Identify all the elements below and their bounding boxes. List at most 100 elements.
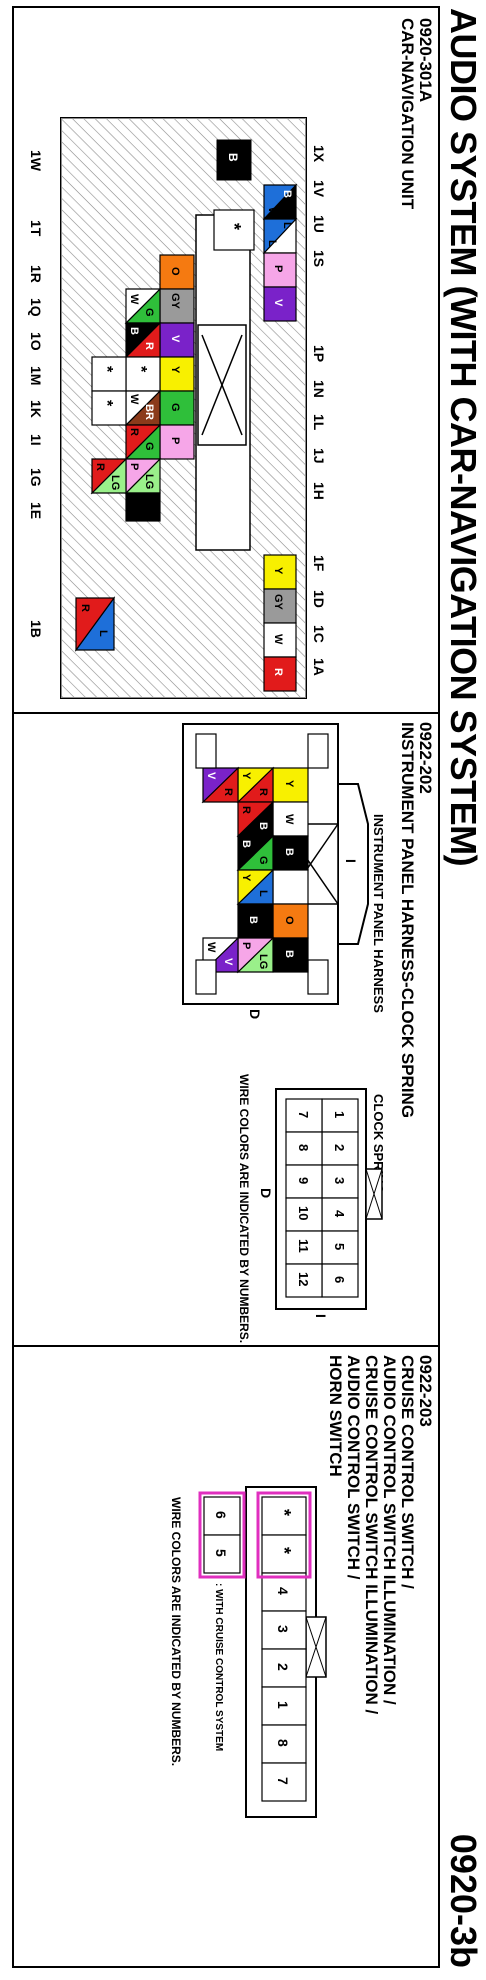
- svg-text:6: 6: [332, 1276, 347, 1283]
- svg-text:L: L: [97, 630, 109, 637]
- svg-text:B: B: [283, 848, 295, 856]
- svg-text:6: 6: [213, 1511, 229, 1519]
- svg-text:G: G: [257, 856, 269, 865]
- svg-text:*: *: [98, 366, 115, 373]
- svg-text:P: P: [128, 463, 140, 470]
- svg-text:BR: BR: [143, 404, 155, 420]
- svg-text:2: 2: [332, 1144, 347, 1151]
- panel2-note: WIRE COLORS ARE INDICATED BY NUMBERS.: [237, 1074, 251, 1343]
- pin-label: 1A: [311, 658, 327, 676]
- svg-text:L: L: [281, 222, 293, 229]
- svg-text:V: V: [222, 958, 234, 966]
- pin-label: 1J: [311, 448, 327, 464]
- pin-label: 1B: [28, 620, 44, 638]
- pin-label: 1D: [311, 590, 327, 608]
- svg-text:5: 5: [332, 1243, 347, 1250]
- cruise-highlight-top: [256, 1491, 312, 1579]
- svg-text:G: G: [169, 403, 181, 412]
- pin-label: 1I: [28, 434, 44, 446]
- svg-text:V: V: [272, 299, 284, 307]
- svg-text:4: 4: [332, 1210, 347, 1218]
- pin-label: 1L: [311, 414, 327, 431]
- clock-side-i: I: [313, 1314, 329, 1318]
- pin-label: 1M: [28, 366, 44, 385]
- svg-text:L: L: [266, 240, 278, 247]
- svg-text:Y: Y: [240, 874, 252, 882]
- svg-text:B: B: [283, 950, 295, 958]
- pin-label: 1S: [311, 250, 327, 267]
- svg-text:W: W: [266, 207, 278, 218]
- pin-label: 1T: [28, 220, 44, 237]
- svg-text:LG: LG: [143, 474, 155, 489]
- pin-label: 1N: [311, 380, 327, 398]
- svg-text:Y: Y: [169, 366, 181, 374]
- svg-text:O: O: [283, 916, 295, 925]
- svg-text:W: W: [128, 294, 140, 305]
- pin-label: 1W: [28, 150, 44, 172]
- svg-text:9: 9: [296, 1177, 311, 1184]
- harness-label: INSTRUMENT PANEL HARNESS: [371, 814, 386, 1013]
- svg-text:R: R: [94, 463, 106, 471]
- svg-text:G: G: [143, 442, 155, 451]
- svg-text:7: 7: [296, 1111, 311, 1118]
- svg-text:*: *: [274, 1509, 294, 1516]
- svg-text:B: B: [247, 916, 259, 924]
- svg-text:P: P: [240, 942, 252, 949]
- pin-label: 1V: [311, 180, 327, 198]
- svg-text:1: 1: [332, 1111, 347, 1118]
- svg-text:GY: GY: [169, 293, 181, 310]
- pin-label: 1E: [28, 502, 44, 519]
- svg-text:R: R: [272, 668, 284, 676]
- svg-text:3: 3: [275, 1625, 291, 1633]
- svg-text:V: V: [169, 335, 181, 343]
- svg-text:B: B: [281, 190, 293, 198]
- svg-text:P: P: [169, 437, 181, 444]
- svg-text:R: R: [222, 788, 234, 796]
- pin-label: 1R: [28, 265, 44, 283]
- cruise-switch-connector: * * 4 3 2 1 8 7 6 5 : WITH CRUISE CONTRO…: [169, 1486, 327, 1818]
- clock-spring-connector: 1 2 3 4 5 6 7 8 9 10 11 12 I D: [258, 1088, 383, 1318]
- panel3-note: WIRE COLORS ARE INDICATED BY NUMBERS.: [169, 1497, 183, 1766]
- svg-text:G: G: [143, 308, 155, 317]
- svg-text:2: 2: [275, 1663, 291, 1671]
- cruise-highlight-bottom: [198, 1491, 246, 1579]
- svg-text:*: *: [98, 400, 115, 407]
- svg-text:P: P: [272, 265, 284, 272]
- svg-text:L: L: [257, 890, 269, 897]
- svg-text:B: B: [257, 822, 269, 830]
- svg-text:8: 8: [275, 1739, 291, 1747]
- svg-text:B: B: [226, 153, 240, 162]
- svg-text:R: R: [143, 342, 155, 350]
- svg-text:B: B: [240, 840, 252, 848]
- svg-text:W: W: [283, 814, 295, 825]
- svg-text:R: R: [79, 604, 91, 612]
- svg-text:W: W: [205, 942, 217, 953]
- pin-label: 1O: [28, 332, 44, 351]
- svg-text:O: O: [169, 267, 181, 276]
- svg-text:4: 4: [275, 1587, 291, 1595]
- clock-spring-connectors: INSTRUMENT PANEL HARNESS CLOCK SPRING: [182, 723, 386, 1343]
- svg-text:*: *: [224, 223, 244, 230]
- svg-text:B: B: [128, 327, 140, 335]
- pin-label: 1F: [311, 555, 327, 572]
- svg-text:Y: Y: [240, 772, 252, 780]
- svg-text:LG: LG: [257, 954, 269, 969]
- harness-side-d: D: [247, 1009, 263, 1019]
- svg-text:GY: GY: [272, 594, 284, 611]
- svg-text:W: W: [128, 394, 140, 405]
- pin-label: 1U: [311, 215, 327, 233]
- svg-text:R: R: [128, 428, 140, 436]
- svg-text:10: 10: [296, 1206, 311, 1220]
- svg-text:5: 5: [213, 1549, 229, 1557]
- clock-side-d: D: [258, 1188, 274, 1198]
- svg-text:W: W: [272, 634, 284, 645]
- pin-label: 1C: [311, 625, 327, 643]
- pin-label: 1K: [28, 400, 44, 418]
- pin-label: 1H: [311, 482, 327, 500]
- svg-text:*: *: [132, 366, 149, 373]
- svg-text:3: 3: [332, 1177, 347, 1184]
- pin-label: 1Q: [28, 298, 44, 317]
- pin-label: 1X: [311, 145, 327, 163]
- svg-text:Y: Y: [283, 780, 295, 788]
